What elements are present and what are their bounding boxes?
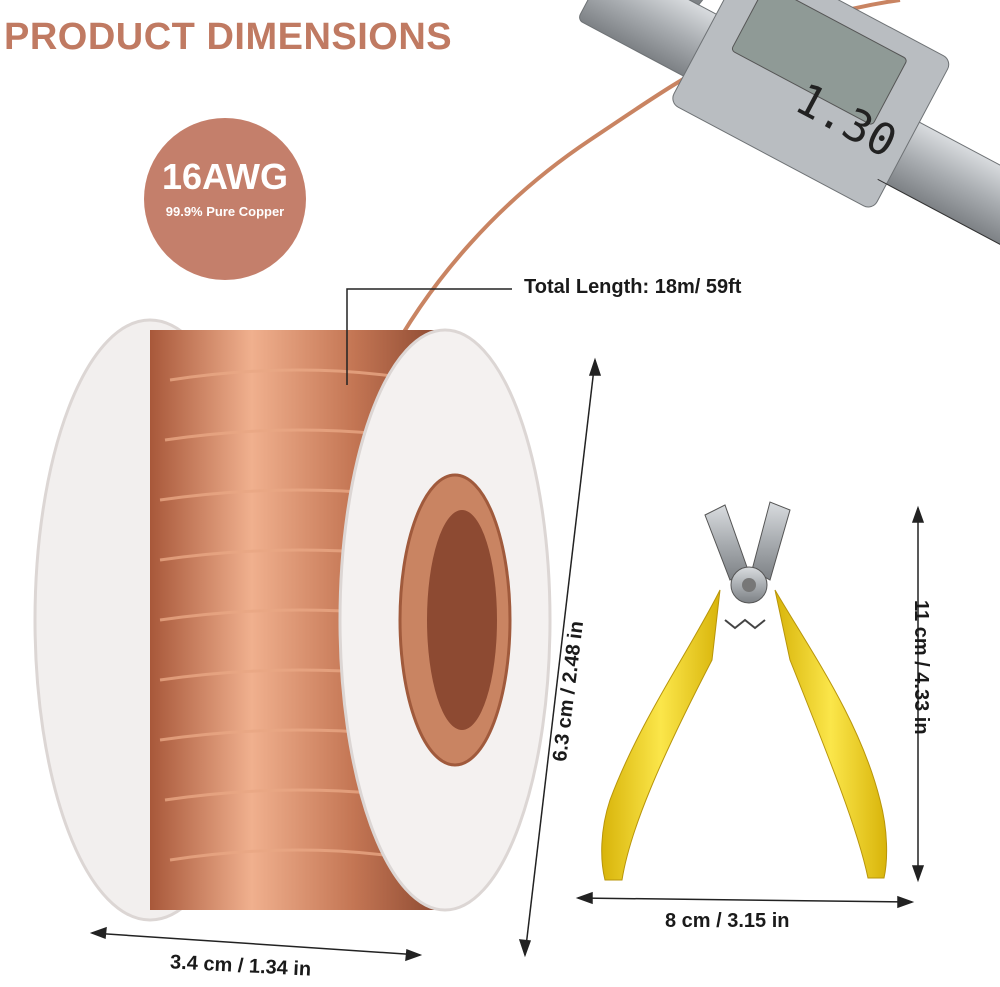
gauge-label: 16AWG <box>161 156 289 197</box>
plier-width-arrow <box>575 891 915 909</box>
length-leader-line <box>346 288 512 385</box>
spool-height-arrow <box>518 357 602 958</box>
plier-height-label: 11 cm / 4.33 in <box>910 600 932 735</box>
plier-width-label: 8 cm / 3.15 in <box>665 910 790 932</box>
side-cutter-pliers <box>601 501 888 881</box>
caliper-scale-ticks <box>877 178 1000 260</box>
digital-caliper <box>579 0 1000 263</box>
spool-width-arrow <box>89 926 423 962</box>
gauge-badge: 16AWG 99.9% Pure Copper <box>144 118 306 280</box>
material-label: 99.9% Pure Copper <box>165 204 285 219</box>
copper-spool <box>33 318 552 922</box>
total-length-label: Total Length: 18m/ 59ft <box>524 276 742 298</box>
plier-height-arrow <box>911 505 925 883</box>
page-title: PRODUCT DIMENSIONS <box>4 16 453 58</box>
